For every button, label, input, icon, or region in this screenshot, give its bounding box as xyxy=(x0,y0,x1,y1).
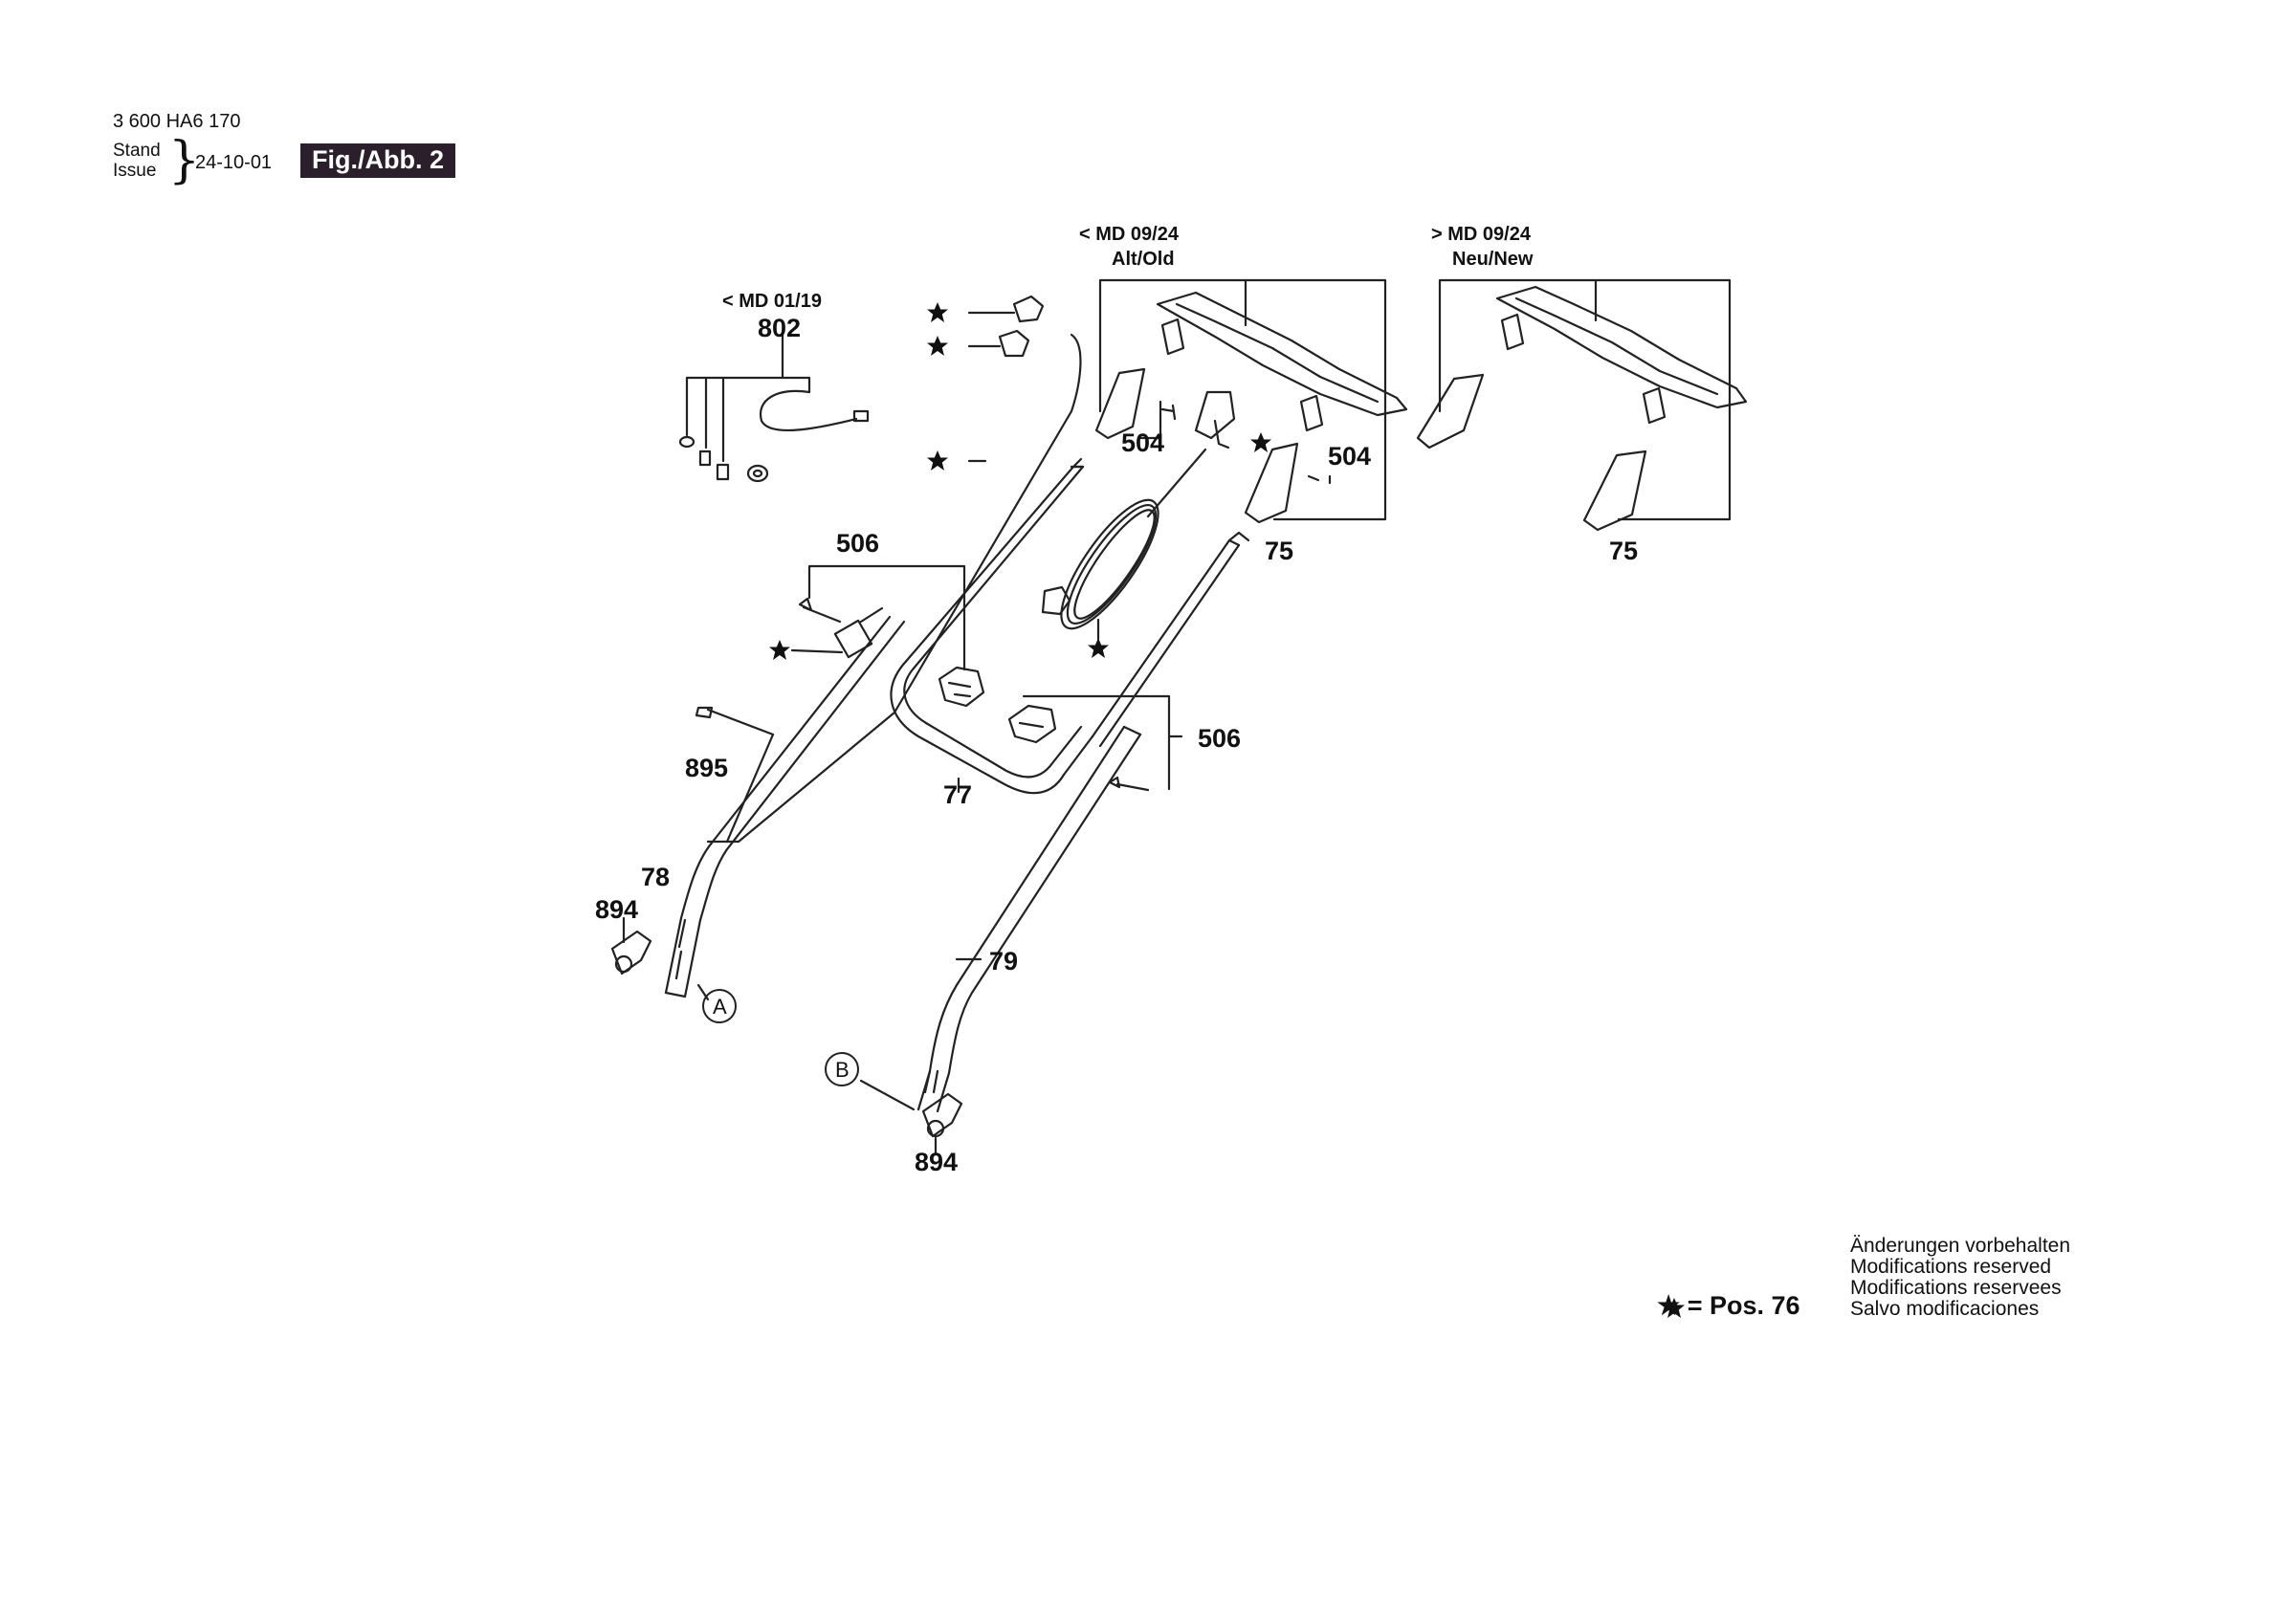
star-icon xyxy=(927,336,948,356)
variant-new-title: > MD 09/24 xyxy=(1431,224,1531,245)
star-icons xyxy=(769,302,1685,1318)
brace-icon: } xyxy=(168,132,201,189)
part-label-802: 802 xyxy=(758,314,802,342)
part-label-77: 77 xyxy=(943,780,973,809)
callout-a-circle xyxy=(702,989,737,1023)
part-label-894-left: 894 xyxy=(595,895,639,924)
part-label-506-lower: 506 xyxy=(1198,724,1242,753)
part-label-79: 79 xyxy=(989,947,1019,976)
part-label-75-old: 75 xyxy=(1265,537,1294,565)
part-506-knob-left xyxy=(938,666,985,708)
variant-old-title: < MD 09/24 xyxy=(1079,224,1179,245)
issue-label: Issue xyxy=(113,161,157,181)
callout-a-label: A xyxy=(713,995,727,1019)
part-label-506-upper: 506 xyxy=(836,529,880,558)
part-802-cable-set xyxy=(678,333,870,483)
part-label-504-old: 504 xyxy=(1121,428,1165,457)
figure-badge: Fig./Abb. 2 xyxy=(300,143,455,178)
variant-md0119-title: < MD 01/19 xyxy=(722,291,822,312)
note-es: Salvo modificaciones xyxy=(1850,1298,2040,1320)
part-label-895: 895 xyxy=(685,754,729,782)
part-77-upper-handle xyxy=(890,465,1241,795)
callout-b-label: B xyxy=(835,1058,850,1082)
note-fr: Modifications reservees xyxy=(1850,1277,2062,1299)
star-icon xyxy=(1250,432,1271,452)
part-506-knob-right xyxy=(1007,704,1057,744)
star-legend: ★ = Pos. 76 xyxy=(1657,1291,1800,1320)
note-en: Modifications reserved xyxy=(1850,1256,2052,1278)
document-number: 3 600 HA6 170 xyxy=(113,111,241,132)
part-894-lever-left xyxy=(610,930,652,976)
issue-date: 24-10-01 xyxy=(195,152,273,173)
part-label-894-right: 894 xyxy=(915,1148,959,1176)
part-76-cable-loop xyxy=(1041,448,1207,641)
part-894-lever-right xyxy=(921,1092,963,1138)
star-icon xyxy=(927,302,948,322)
variant-new-subtitle: Neu/New xyxy=(1452,249,1534,270)
part-79-lower-tube-right xyxy=(916,725,1142,1113)
callout-b-circle xyxy=(825,1052,859,1086)
part-label-75-new: 75 xyxy=(1609,537,1639,565)
star-icon xyxy=(1088,638,1109,658)
star-icon xyxy=(927,450,948,471)
stand-label: Stand xyxy=(113,141,161,161)
star-icon xyxy=(769,640,790,660)
part-label-78: 78 xyxy=(641,863,671,891)
note-de: Änderungen vorbehalten xyxy=(1850,1235,2071,1257)
variant-old-subtitle: Alt/Old xyxy=(1112,249,1175,270)
part-label-504-old-right: 504 xyxy=(1328,442,1372,471)
part-76-bowden-cable xyxy=(893,295,1082,714)
part-handle-bar-new xyxy=(1416,285,1748,532)
part-78-lower-tube-left xyxy=(664,615,906,998)
part-handle-bar-old xyxy=(1094,291,1408,524)
